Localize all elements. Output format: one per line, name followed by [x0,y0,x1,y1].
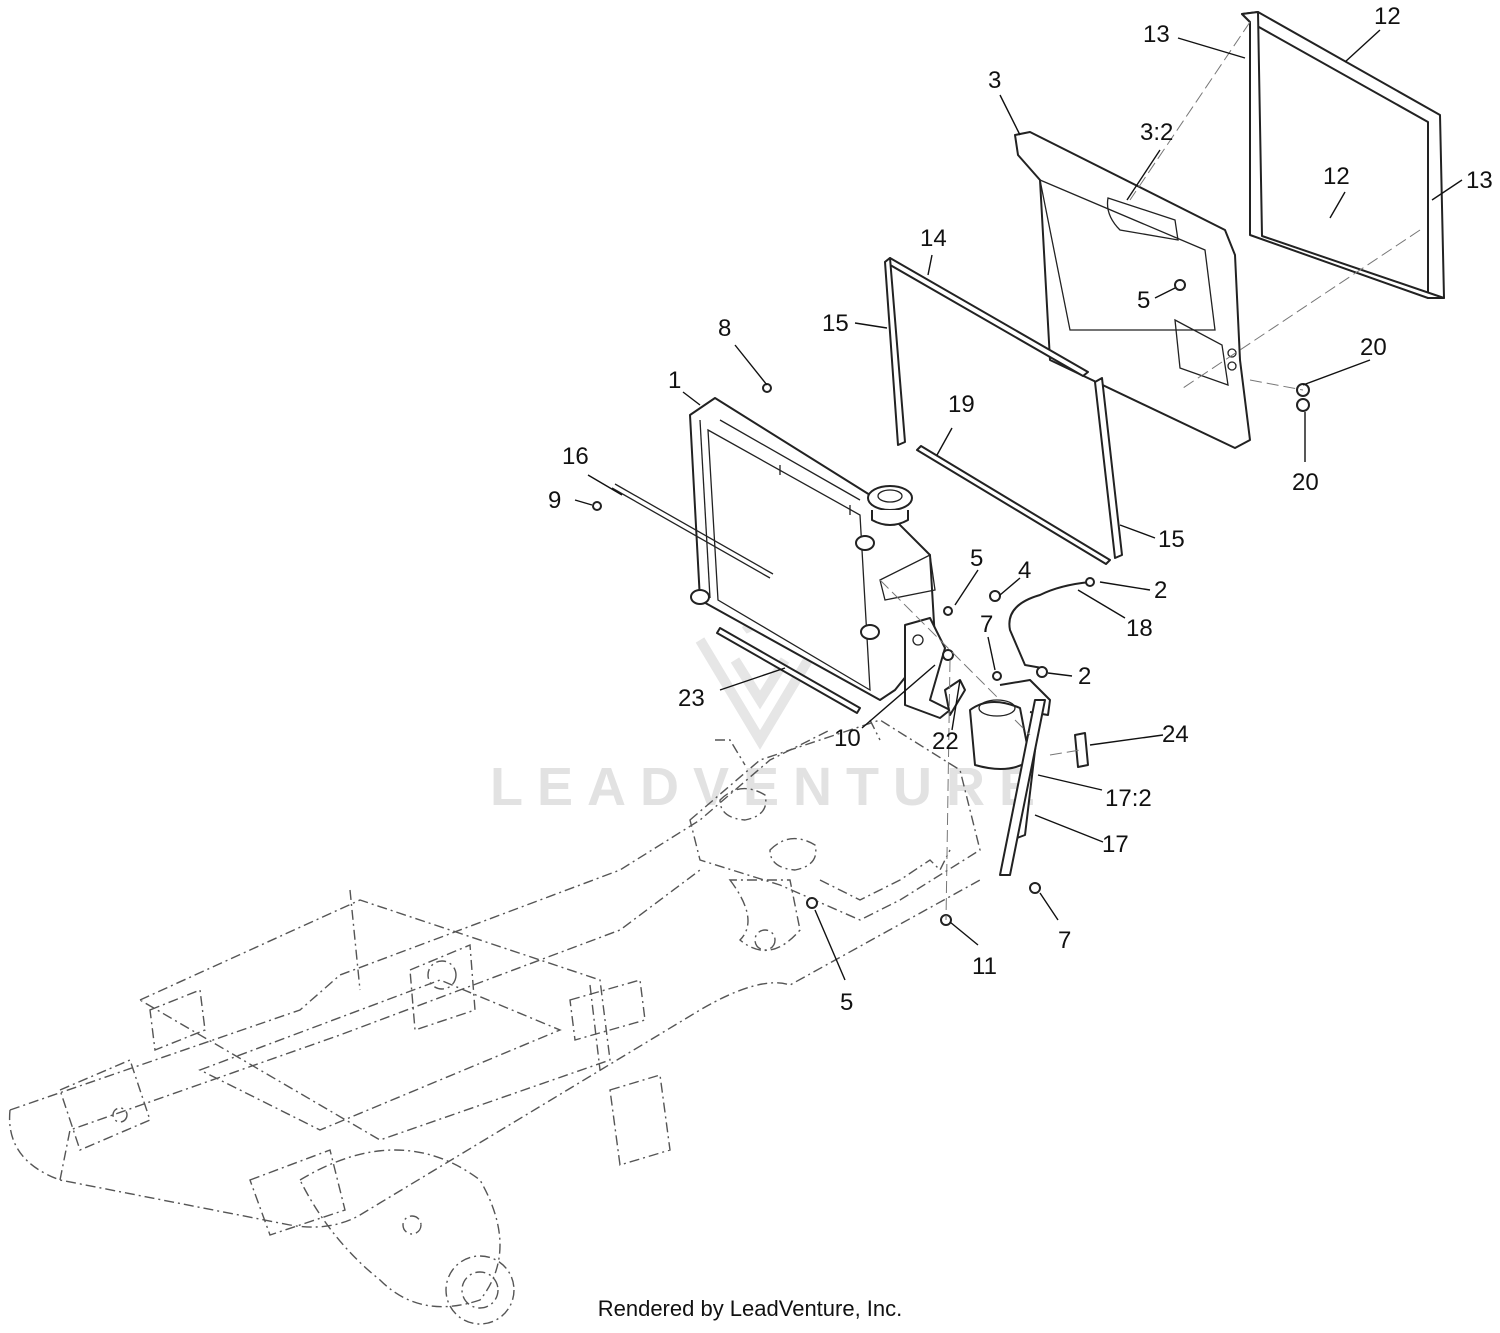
callout-19: 19 [948,391,975,418]
footer-credit: Rendered by LeadVenture, Inc. [597,1296,903,1321]
leader-lines [574,29,1463,981]
callout-8: 8 [718,315,731,342]
alignment-lines [879,21,1421,921]
callout-7-upper: 7 [980,611,993,638]
callout-11: 11 [972,953,997,980]
callout-20-lower: 20 [1292,469,1319,496]
callout-13-right: 13 [1466,167,1493,194]
overflow-hose [1008,581,1091,669]
callout-labels: 13 12 12 13 3 3:2 5 14 15 8 1 19 16 9 15… [548,3,1493,1016]
callout-14: 14 [920,225,947,252]
callout-9: 9 [548,487,561,514]
callout-22: 22 [932,728,959,755]
watermark-text: LEADVENTURE [490,757,1049,817]
callout-7-lower: 7 [1058,927,1071,954]
callout-5-frame: 5 [840,989,853,1016]
screen-frame [1241,11,1445,299]
hardware [592,279,1310,926]
callout-17: 17 [1102,831,1129,858]
callout-20-upper: 20 [1360,334,1387,361]
callout-1: 1 [668,367,681,394]
radiator [689,397,936,701]
callout-23: 23 [678,685,705,712]
callout-15-left: 15 [822,310,849,337]
callout-12-middle: 12 [1323,163,1350,190]
overflow-tank [969,679,1089,876]
callout-18: 18 [1126,615,1153,642]
callout-5-radiator: 5 [970,545,983,572]
callout-12-top: 12 [1374,3,1401,30]
callout-2-lower: 2 [1078,663,1091,690]
callout-16: 16 [562,443,589,470]
callout-5-shroud: 5 [1137,287,1150,314]
callout-13-top: 13 [1143,21,1170,48]
callout-15-right: 15 [1158,526,1185,553]
callout-24: 24 [1162,721,1189,748]
support-rod [611,483,774,579]
chassis-frame [8,719,981,1325]
callout-4: 4 [1018,557,1031,584]
callout-2-upper: 2 [1154,577,1167,604]
mounting-bracket [904,617,966,719]
seals [716,257,1123,714]
callout-3-2: 3:2 [1140,119,1173,146]
callout-10: 10 [834,725,861,752]
shroud [1014,131,1251,449]
callout-3: 3 [988,67,1001,94]
callout-17-2: 17:2 [1105,785,1152,812]
